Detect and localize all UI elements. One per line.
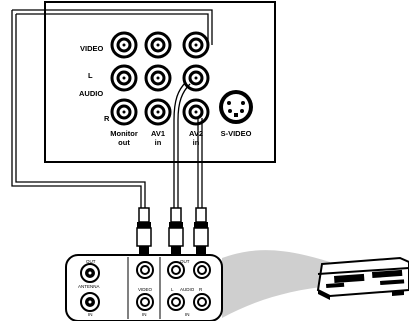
av2-label-1: AV2 [189, 129, 203, 138]
vcr-r-label: R [199, 287, 203, 292]
vcr-out-left-label: OUT [86, 259, 96, 264]
vcr-audio-l-out-jack [167, 261, 185, 279]
vcr-video-out-jack [136, 261, 154, 279]
vcr-device-icon [316, 256, 409, 300]
vcr-in-audio-label: IN [185, 312, 190, 317]
jack-av2-video [182, 31, 210, 59]
jack-av2-audio-r [182, 98, 210, 126]
vcr-antenna-in-jack [80, 292, 100, 312]
audio-l-label: L [88, 71, 93, 80]
vcr-antenna-out-jack [80, 263, 100, 283]
av1-label-1: AV1 [151, 129, 165, 138]
callout-wedge [222, 250, 330, 318]
plug-middle [168, 207, 184, 255]
vcr-audio-r-out-jack [193, 261, 211, 279]
svideo-jack [219, 90, 253, 124]
jack-av1-audio-r [144, 98, 172, 126]
vcr-in-left-label: IN [88, 312, 93, 317]
plug-right [193, 207, 209, 255]
av1-label-2: in [155, 138, 162, 147]
jack-monitor-video [110, 31, 138, 59]
svideo-label: S-VIDEO [221, 129, 252, 138]
monitor-out-label-2: out [118, 138, 130, 147]
cable-av2-r [197, 118, 203, 212]
vcr-in-video-label: IN [142, 312, 147, 317]
av2-label-2: in [193, 138, 200, 147]
monitor-out-label-1: Monitor [110, 129, 138, 138]
jack-av1-video [144, 31, 172, 59]
cable-av2-audio [173, 81, 191, 212]
audio-row-label: AUDIO [79, 89, 103, 98]
vcr-video-label: VIDEO [138, 287, 153, 292]
vcr-out-right-label: OUT [180, 259, 190, 264]
vcr-l-label: L [171, 287, 174, 292]
vcr-video-in-jack [136, 293, 154, 311]
vcr-audio-label: AUDIO [180, 287, 195, 292]
audio-r-label: R [104, 114, 110, 123]
jack-av1-audio-l [144, 64, 172, 92]
vcr-audio-r-in-jack [193, 293, 211, 311]
jack-monitor-audio-r [110, 98, 138, 126]
vcr-audio-l-in-jack [167, 293, 185, 311]
plug-left [136, 207, 152, 255]
cable-monitor-out [11, 9, 213, 210]
vcr-antenna-label: ANTENNA [78, 284, 100, 289]
video-row-label: VIDEO [80, 44, 104, 53]
jack-monitor-audio-l [110, 64, 138, 92]
